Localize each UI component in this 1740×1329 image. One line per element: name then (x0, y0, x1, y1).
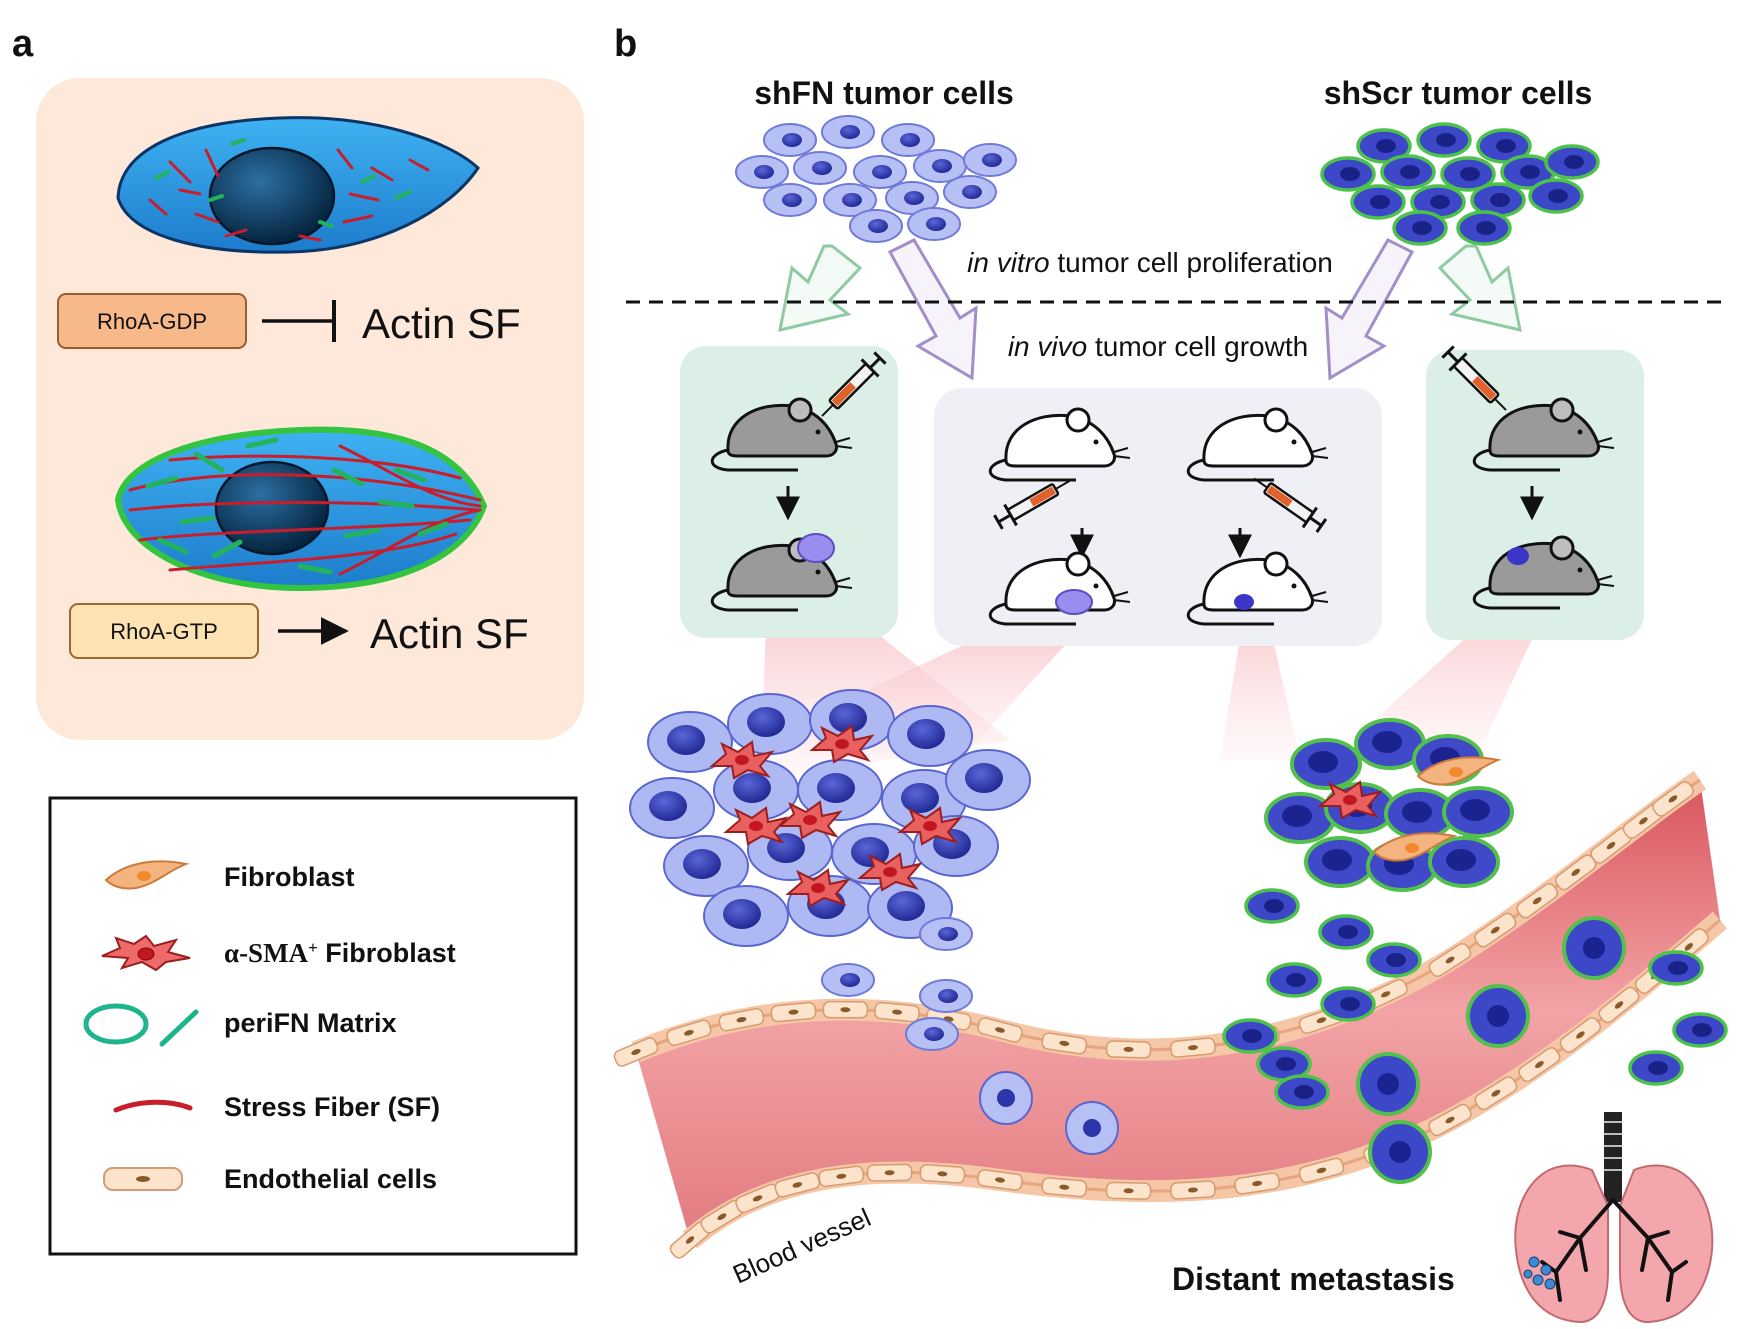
endothelial-cell (770, 1001, 817, 1023)
rhoa-gtp-label: RhoA-GTP (110, 619, 218, 644)
lungs-icon (1514, 1112, 1714, 1324)
legend-perifn: periFN Matrix (224, 1008, 397, 1038)
shscr-tumor-mass (1264, 718, 1514, 892)
shfn-escaping-cells (821, 917, 1119, 1155)
perifn-matrix-icon (83, 1003, 199, 1047)
endothelial-cell (1169, 1036, 1217, 1059)
endothelial-cell (1040, 1176, 1088, 1198)
panel-a-label: a (12, 23, 34, 65)
arrow-shfn-invivo (887, 238, 978, 381)
endothelial-cell (1105, 1040, 1152, 1059)
stress-fiber-icon (113, 1099, 193, 1113)
actin-sf-activated-label: Actin SF (370, 610, 529, 657)
endothelial-cell (1105, 1181, 1152, 1201)
legend-endothelial: Endothelial cells (224, 1164, 437, 1194)
rhoa-gdp-box (57, 293, 247, 349)
small-tumor-icon (1234, 594, 1254, 610)
in-vivo-label: in vivo tumor cell growth (1008, 331, 1308, 362)
cell-high-stress-fiber (114, 426, 488, 592)
legend-sma-fibroblast: α-SMA+ Fibroblast (224, 938, 456, 969)
legend-stress-fiber: Stress Fiber (SF) (224, 1092, 440, 1122)
endothelial-icon (103, 1167, 183, 1191)
large-tumor-icon (797, 533, 835, 563)
blood-vessel-label: Blood vessel (728, 1202, 875, 1289)
panel-b-label: b (614, 23, 637, 65)
panel-a-background (36, 78, 584, 740)
endothelial-cell (1169, 1179, 1217, 1201)
shscr-cell-cluster (1320, 122, 1600, 246)
endothelial-cell (873, 1001, 921, 1023)
blood-vessel (611, 770, 1728, 1262)
rhoa-gdp-label: RhoA-GDP (97, 309, 207, 334)
arrow-shscr-invitro (1437, 244, 1522, 332)
shfn-tumor-mass (629, 689, 1031, 947)
endothelial-cell (822, 1000, 869, 1019)
shfn-title: shFN tumor cells (754, 75, 1014, 111)
in-vitro-label: in vitro tumor cell proliferation (967, 247, 1333, 278)
small-tumor-icon (1507, 547, 1529, 565)
rhoa-gtp-box (69, 603, 259, 659)
shfn-cell-cluster (735, 115, 1017, 243)
endothelial-cell (866, 1163, 913, 1182)
cell-low-stress-fiber (116, 116, 480, 254)
mouse-panel-immunocompetent (934, 388, 1382, 646)
endothelial-cell (919, 1163, 966, 1185)
actin-sf-inhibited-label: Actin SF (362, 300, 521, 347)
arrow-shscr-invivo (1324, 238, 1415, 381)
mouse-panel-shscr-immunodeficient (1426, 350, 1644, 640)
shscr-title: shScr tumor cells (1324, 75, 1593, 111)
arrow-shfn-invitro (778, 244, 863, 332)
shscr-escaping-cells (1222, 888, 1728, 1184)
distant-metastasis-label: Distant metastasis (1172, 1261, 1455, 1297)
medium-tumor-icon (1055, 589, 1093, 615)
legend-fibroblast: Fibroblast (224, 862, 355, 892)
